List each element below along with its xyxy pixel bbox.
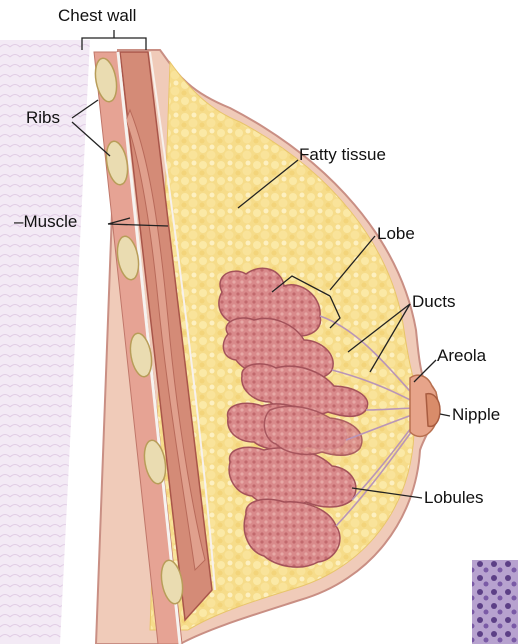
label-ribs: Ribs <box>26 108 60 128</box>
label-fatty-tissue: Fatty tissue <box>299 145 386 165</box>
label-muscle: –Muscle <box>14 212 77 232</box>
label-ducts: Ducts <box>412 292 455 312</box>
label-nipple: Nipple <box>452 405 500 425</box>
histology-inset <box>472 560 518 644</box>
label-lobe: Lobe <box>377 224 415 244</box>
label-chest-wall: Chest wall <box>58 6 136 26</box>
chest-interior <box>0 40 90 644</box>
label-areola: Areola <box>437 346 486 366</box>
chest-wall-bracket <box>82 38 146 50</box>
label-lobules: Lobules <box>424 488 484 508</box>
